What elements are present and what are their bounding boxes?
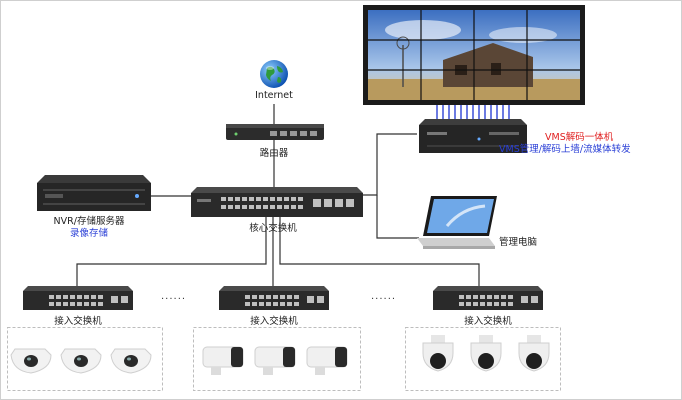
camera-group-2 [193, 327, 361, 391]
core-access1-link [76, 215, 267, 288]
video-wall [363, 5, 585, 105]
decoder-wall-links [436, 104, 510, 119]
access-switch-3-label: 接入交换机 [464, 316, 512, 327]
ellipsis-1: ...... [161, 291, 187, 302]
router-icon [226, 124, 324, 140]
access-switch-1 [23, 286, 133, 310]
camera-group-1 [7, 327, 163, 391]
core-access3-link [279, 215, 480, 288]
access-switch-1-label: 接入交换机 [54, 316, 102, 327]
dome-camera-icon [110, 348, 152, 374]
laptop-icon [417, 196, 497, 249]
bullet-camera-icon [254, 346, 296, 375]
vms-sublabel: VMS管理/解码上墙/流媒体转发 [499, 144, 631, 155]
router-label: 路由器 [259, 148, 289, 159]
ptz-camera-icon [518, 335, 550, 372]
core-pc-link [376, 195, 419, 239]
pc-label: 管理电脑 [499, 237, 538, 248]
ellipsis-2: ...... [371, 291, 397, 302]
access-switch-2 [219, 286, 329, 310]
nvr-sublabel: 录像存储 [69, 228, 109, 239]
nvr-label: NVR/存储服务器 [53, 216, 125, 227]
ptz-camera-icon [470, 335, 502, 372]
camera-group-3 [405, 327, 561, 391]
ptz-camera-icon [422, 335, 454, 372]
server-icon [37, 175, 151, 211]
bullet-camera-icon [306, 346, 348, 375]
internet-label: Internet [255, 90, 293, 101]
bullet-camera-icon [202, 346, 244, 375]
access-switch-2-label: 接入交换机 [250, 316, 298, 327]
access-switch-3 [433, 286, 543, 310]
globe-icon [260, 60, 288, 88]
dome-camera-icon [60, 348, 102, 374]
core-switch-label: 核心交换机 [249, 223, 297, 234]
dome-camera-icon [10, 348, 52, 374]
vms-label: VMS解码一体机 [545, 132, 614, 143]
core-vms-link [361, 133, 417, 196]
decoder-icon [419, 119, 527, 153]
switch-icon [191, 187, 363, 217]
